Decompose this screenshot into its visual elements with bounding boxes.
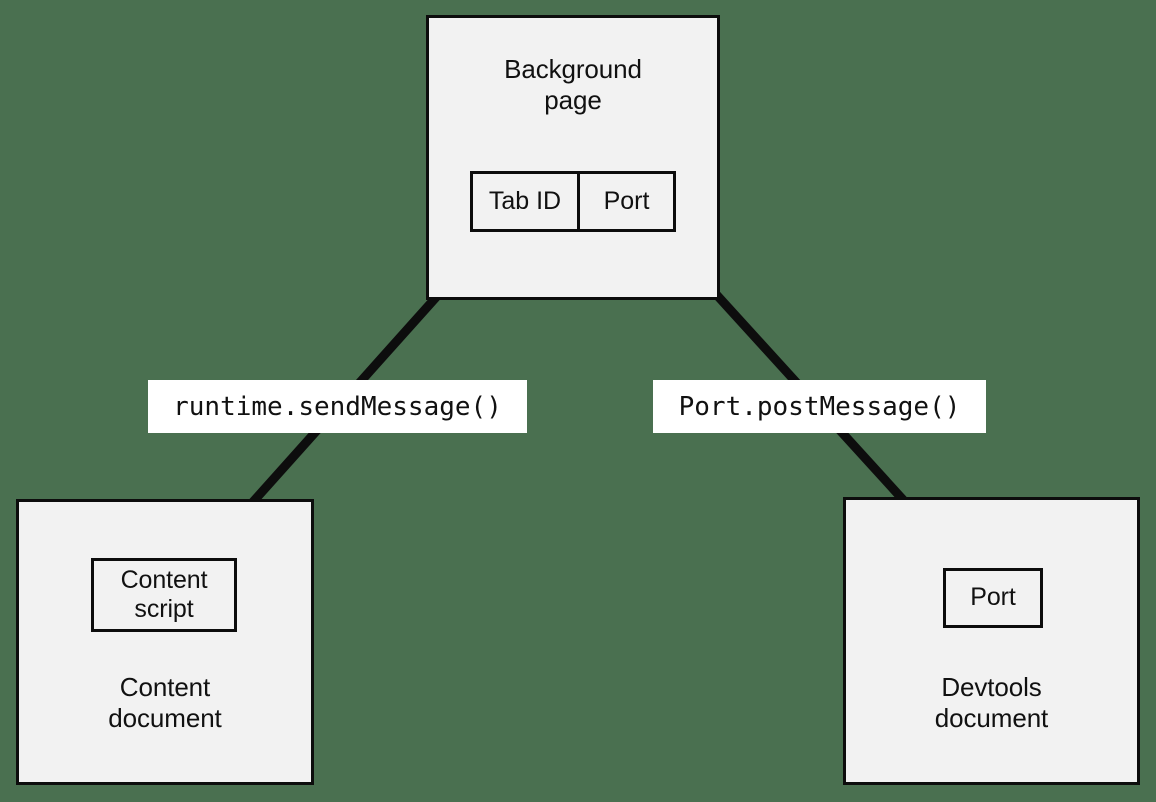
table-cell-tab-id: Tab ID <box>473 174 580 229</box>
edge-label-send-message: runtime.sendMessage() <box>148 380 527 433</box>
background-page-label: Background page <box>504 54 642 115</box>
devtools-document-label: Devtools document <box>934 672 1049 733</box>
content-document-label: Content document <box>108 672 222 733</box>
edge-label-post-message: Port.postMessage() <box>653 380 986 433</box>
table-cell-port: Port <box>603 187 650 215</box>
devtools-document-box: Devtools document <box>843 497 1140 785</box>
background-page-box: Background page <box>426 15 720 300</box>
background-page-registry-table: Tab ID Port <box>470 171 676 232</box>
content-document-box: Content document <box>16 499 314 785</box>
devtools-port-label: Port <box>970 583 1016 612</box>
content-script-label: Content script <box>120 565 208 624</box>
devtools-port-box: Port <box>943 568 1043 628</box>
content-script-box: Content script <box>91 558 237 632</box>
